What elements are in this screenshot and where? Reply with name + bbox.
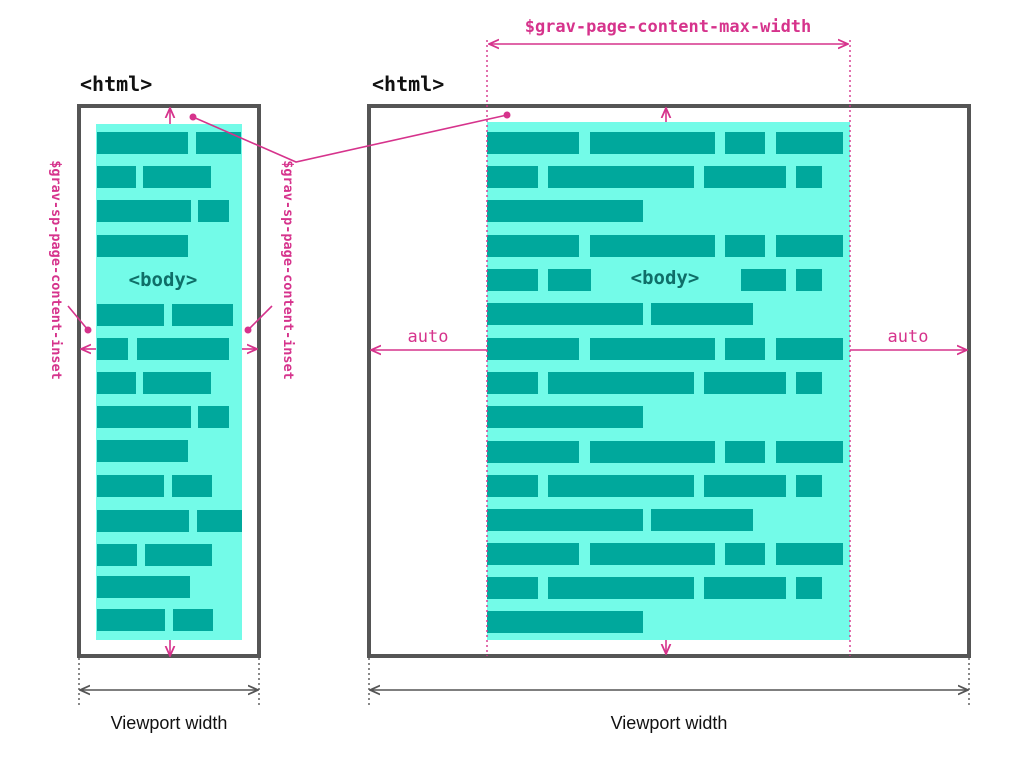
text-line-bar <box>487 406 643 428</box>
text-line-bar <box>548 577 694 599</box>
wide-html-frame <box>367 104 971 658</box>
text-line-bar <box>198 200 229 222</box>
text-line-bar <box>796 166 822 188</box>
text-line-bar <box>143 372 211 394</box>
text-line-bar <box>97 304 164 326</box>
narrow-body-label: <body> <box>129 269 198 291</box>
text-line-bar <box>97 235 188 257</box>
text-line-bar <box>97 372 136 394</box>
text-line-bar <box>487 166 538 188</box>
text-line-bar <box>173 609 213 631</box>
text-line-bar <box>590 132 715 154</box>
text-line-bar <box>725 338 765 360</box>
text-line-bar <box>197 510 242 532</box>
text-line-bar <box>590 441 715 463</box>
text-line-bar <box>487 577 538 599</box>
text-line-bar <box>796 372 822 394</box>
text-line-bar <box>796 269 822 291</box>
narrow-right-inset-dot <box>244 326 252 334</box>
text-line-bar <box>196 132 241 154</box>
text-line-bar <box>97 132 188 154</box>
text-line-bar <box>590 235 715 257</box>
wide-viewport-label: Viewport width <box>611 713 728 733</box>
text-line-bar <box>776 235 843 257</box>
narrow-text-lines <box>97 132 242 631</box>
text-line-bar <box>97 544 137 566</box>
text-line-bar <box>704 475 786 497</box>
text-line-bar <box>796 577 822 599</box>
wide-body-label: <body> <box>631 267 700 289</box>
text-line-bar <box>590 543 715 565</box>
narrow-left-inset-leader <box>67 305 89 331</box>
text-line-bar <box>548 475 694 497</box>
wide-max-width-label: $grav-page-content-max-width <box>525 17 812 37</box>
text-line-bar <box>487 235 579 257</box>
text-line-bar <box>487 200 643 222</box>
text-line-bar <box>97 440 188 462</box>
narrow-viewport-panel: <html> <body> $grav-sp-page-content-inse… <box>48 72 296 733</box>
wide-html-label: <html> <box>372 72 444 96</box>
text-line-bar <box>97 200 191 222</box>
text-line-bar <box>548 372 694 394</box>
text-line-bar <box>796 475 822 497</box>
text-line-bar <box>725 132 765 154</box>
text-line-bar <box>97 510 189 532</box>
text-line-bar <box>97 609 165 631</box>
text-line-bar <box>651 303 753 325</box>
text-line-bar <box>725 543 765 565</box>
text-line-bar <box>487 269 538 291</box>
narrow-right-inset-leader <box>247 305 273 331</box>
text-line-bar <box>725 441 765 463</box>
text-line-bar <box>776 543 843 565</box>
wide-auto-margin-left-label: auto <box>408 327 449 347</box>
text-line-bar <box>741 269 786 291</box>
text-line-bar <box>704 372 786 394</box>
text-line-bar <box>651 509 753 531</box>
wide-auto-margin-right-label: auto <box>888 327 929 347</box>
text-line-bar <box>776 132 843 154</box>
text-line-bar <box>97 406 191 428</box>
text-line-bar <box>97 338 128 360</box>
text-line-bar <box>487 509 643 531</box>
text-line-bar <box>97 475 164 497</box>
text-line-bar <box>145 544 212 566</box>
text-line-bar <box>97 166 136 188</box>
text-line-bar <box>172 304 233 326</box>
text-line-bar <box>725 235 765 257</box>
text-line-bar <box>172 475 212 497</box>
text-line-bar <box>548 269 591 291</box>
narrow-left-inset-dot <box>84 326 92 334</box>
text-line-bar <box>487 543 579 565</box>
narrow-inset-label-left: $grav-sp-page-content-inset <box>48 160 64 379</box>
text-line-bar <box>487 475 538 497</box>
narrow-viewport-label: Viewport width <box>111 713 228 733</box>
text-line-bar <box>97 576 190 598</box>
text-line-bar <box>487 611 643 633</box>
text-line-bar <box>143 166 211 188</box>
text-line-bar <box>548 166 694 188</box>
text-line-bar <box>776 441 843 463</box>
wide-text-lines <box>487 132 843 633</box>
text-line-bar <box>776 338 843 360</box>
text-line-bar <box>487 132 579 154</box>
text-line-bar <box>487 338 579 360</box>
text-line-bar <box>704 166 786 188</box>
text-line-bar <box>487 372 538 394</box>
text-line-bar <box>137 338 229 360</box>
narrow-inset-label-right: $grav-sp-page-content-inset <box>280 160 296 379</box>
narrow-html-label: <html> <box>80 72 152 96</box>
wide-viewport-panel: <html> <body> $grav-page-content-max-wid… <box>367 17 971 733</box>
text-line-bar <box>198 406 229 428</box>
text-line-bar <box>487 441 579 463</box>
text-line-bar <box>487 303 643 325</box>
text-line-bar <box>590 338 715 360</box>
top-inset-leader <box>189 111 511 163</box>
text-line-bar <box>704 577 786 599</box>
